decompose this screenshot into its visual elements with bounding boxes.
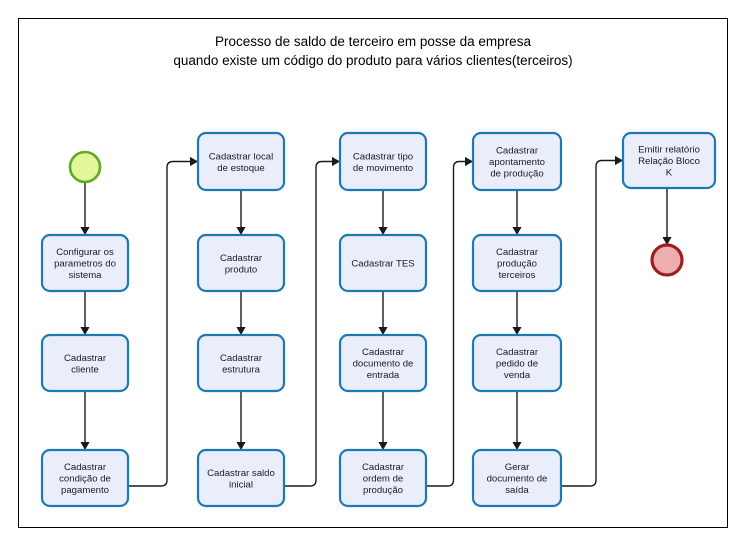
node-shape[interactable] [338,233,428,293]
connector-c1n3-to-c2n1 [128,156,198,487]
connector-line [426,160,473,487]
node-shape[interactable] [338,448,428,508]
node-shape[interactable] [196,131,286,192]
connector-c4n2-to-c4n3 [512,291,522,335]
arrowhead-down [378,327,388,335]
connector-c3n1-to-c3n2 [378,190,388,235]
arrowhead-down [80,442,90,450]
node-shape[interactable] [196,233,286,293]
node-shape[interactable] [196,333,286,393]
end-node[interactable] [650,243,684,277]
arrowhead-right [465,156,473,167]
arrowhead-down [512,327,522,335]
connector-line [284,160,340,487]
connector-c4n1-to-c4n2 [512,190,522,235]
connector-c4n3-to-c4n4 [512,391,522,450]
node-label: Cadastrar TES [351,259,414,270]
connector-c1n2-to-c1n3 [80,391,90,450]
arrowhead-down [236,227,246,235]
arrowhead-down [236,442,246,450]
arrowhead-down [378,227,388,235]
node-shape[interactable] [40,233,130,293]
connector-c5n1-to-end [662,188,672,245]
connector-start-to-c1n1 [80,182,90,235]
connector-c3n4-to-c4n1 [426,156,473,487]
arrowhead-right [190,156,198,167]
arrowhead-down [662,237,672,245]
node-shape[interactable] [471,233,563,293]
connector-c2n1-to-c2n2 [236,190,246,235]
node-shape[interactable] [40,333,130,393]
connector-c1n1-to-c1n2 [80,291,90,335]
arrowhead-down [512,227,522,235]
diagram-title-line-2: quando existe um código do produto para … [173,53,573,68]
diagram-title: Processo de saldo de terceiro em posse d… [18,32,728,70]
node-shape[interactable] [471,448,563,508]
connectors-layer [80,155,672,487]
arrowhead-down [378,442,388,450]
connector-line [128,160,198,487]
connector-line [561,159,623,487]
arrowhead-down [80,327,90,335]
node-shape[interactable] [196,448,286,508]
start-node[interactable] [68,150,102,184]
arrowhead-down [512,442,522,450]
node-shape[interactable] [621,131,717,190]
node-shape[interactable] [338,131,428,192]
node-shape[interactable] [40,448,130,508]
connector-c2n4-to-c3n1 [284,156,340,487]
arrowhead-down [236,327,246,335]
connector-c2n2-to-c2n3 [236,291,246,335]
connector-c3n3-to-c3n4 [378,391,388,450]
process-node-column-3-2[interactable]: Cadastrar TES [338,233,428,293]
diagram-title-line-1: Processo de saldo de terceiro em posse d… [215,34,531,49]
node-shape[interactable] [471,131,563,192]
node-shape[interactable] [471,333,563,393]
connector-c3n2-to-c3n3 [378,291,388,335]
arrowhead-down [80,227,90,235]
connector-c4n4-to-c5n1 [561,155,623,487]
arrowhead-right [332,156,340,167]
connector-c2n3-to-c2n4 [236,391,246,450]
arrowhead-right [615,155,623,166]
node-shape[interactable] [338,333,428,393]
